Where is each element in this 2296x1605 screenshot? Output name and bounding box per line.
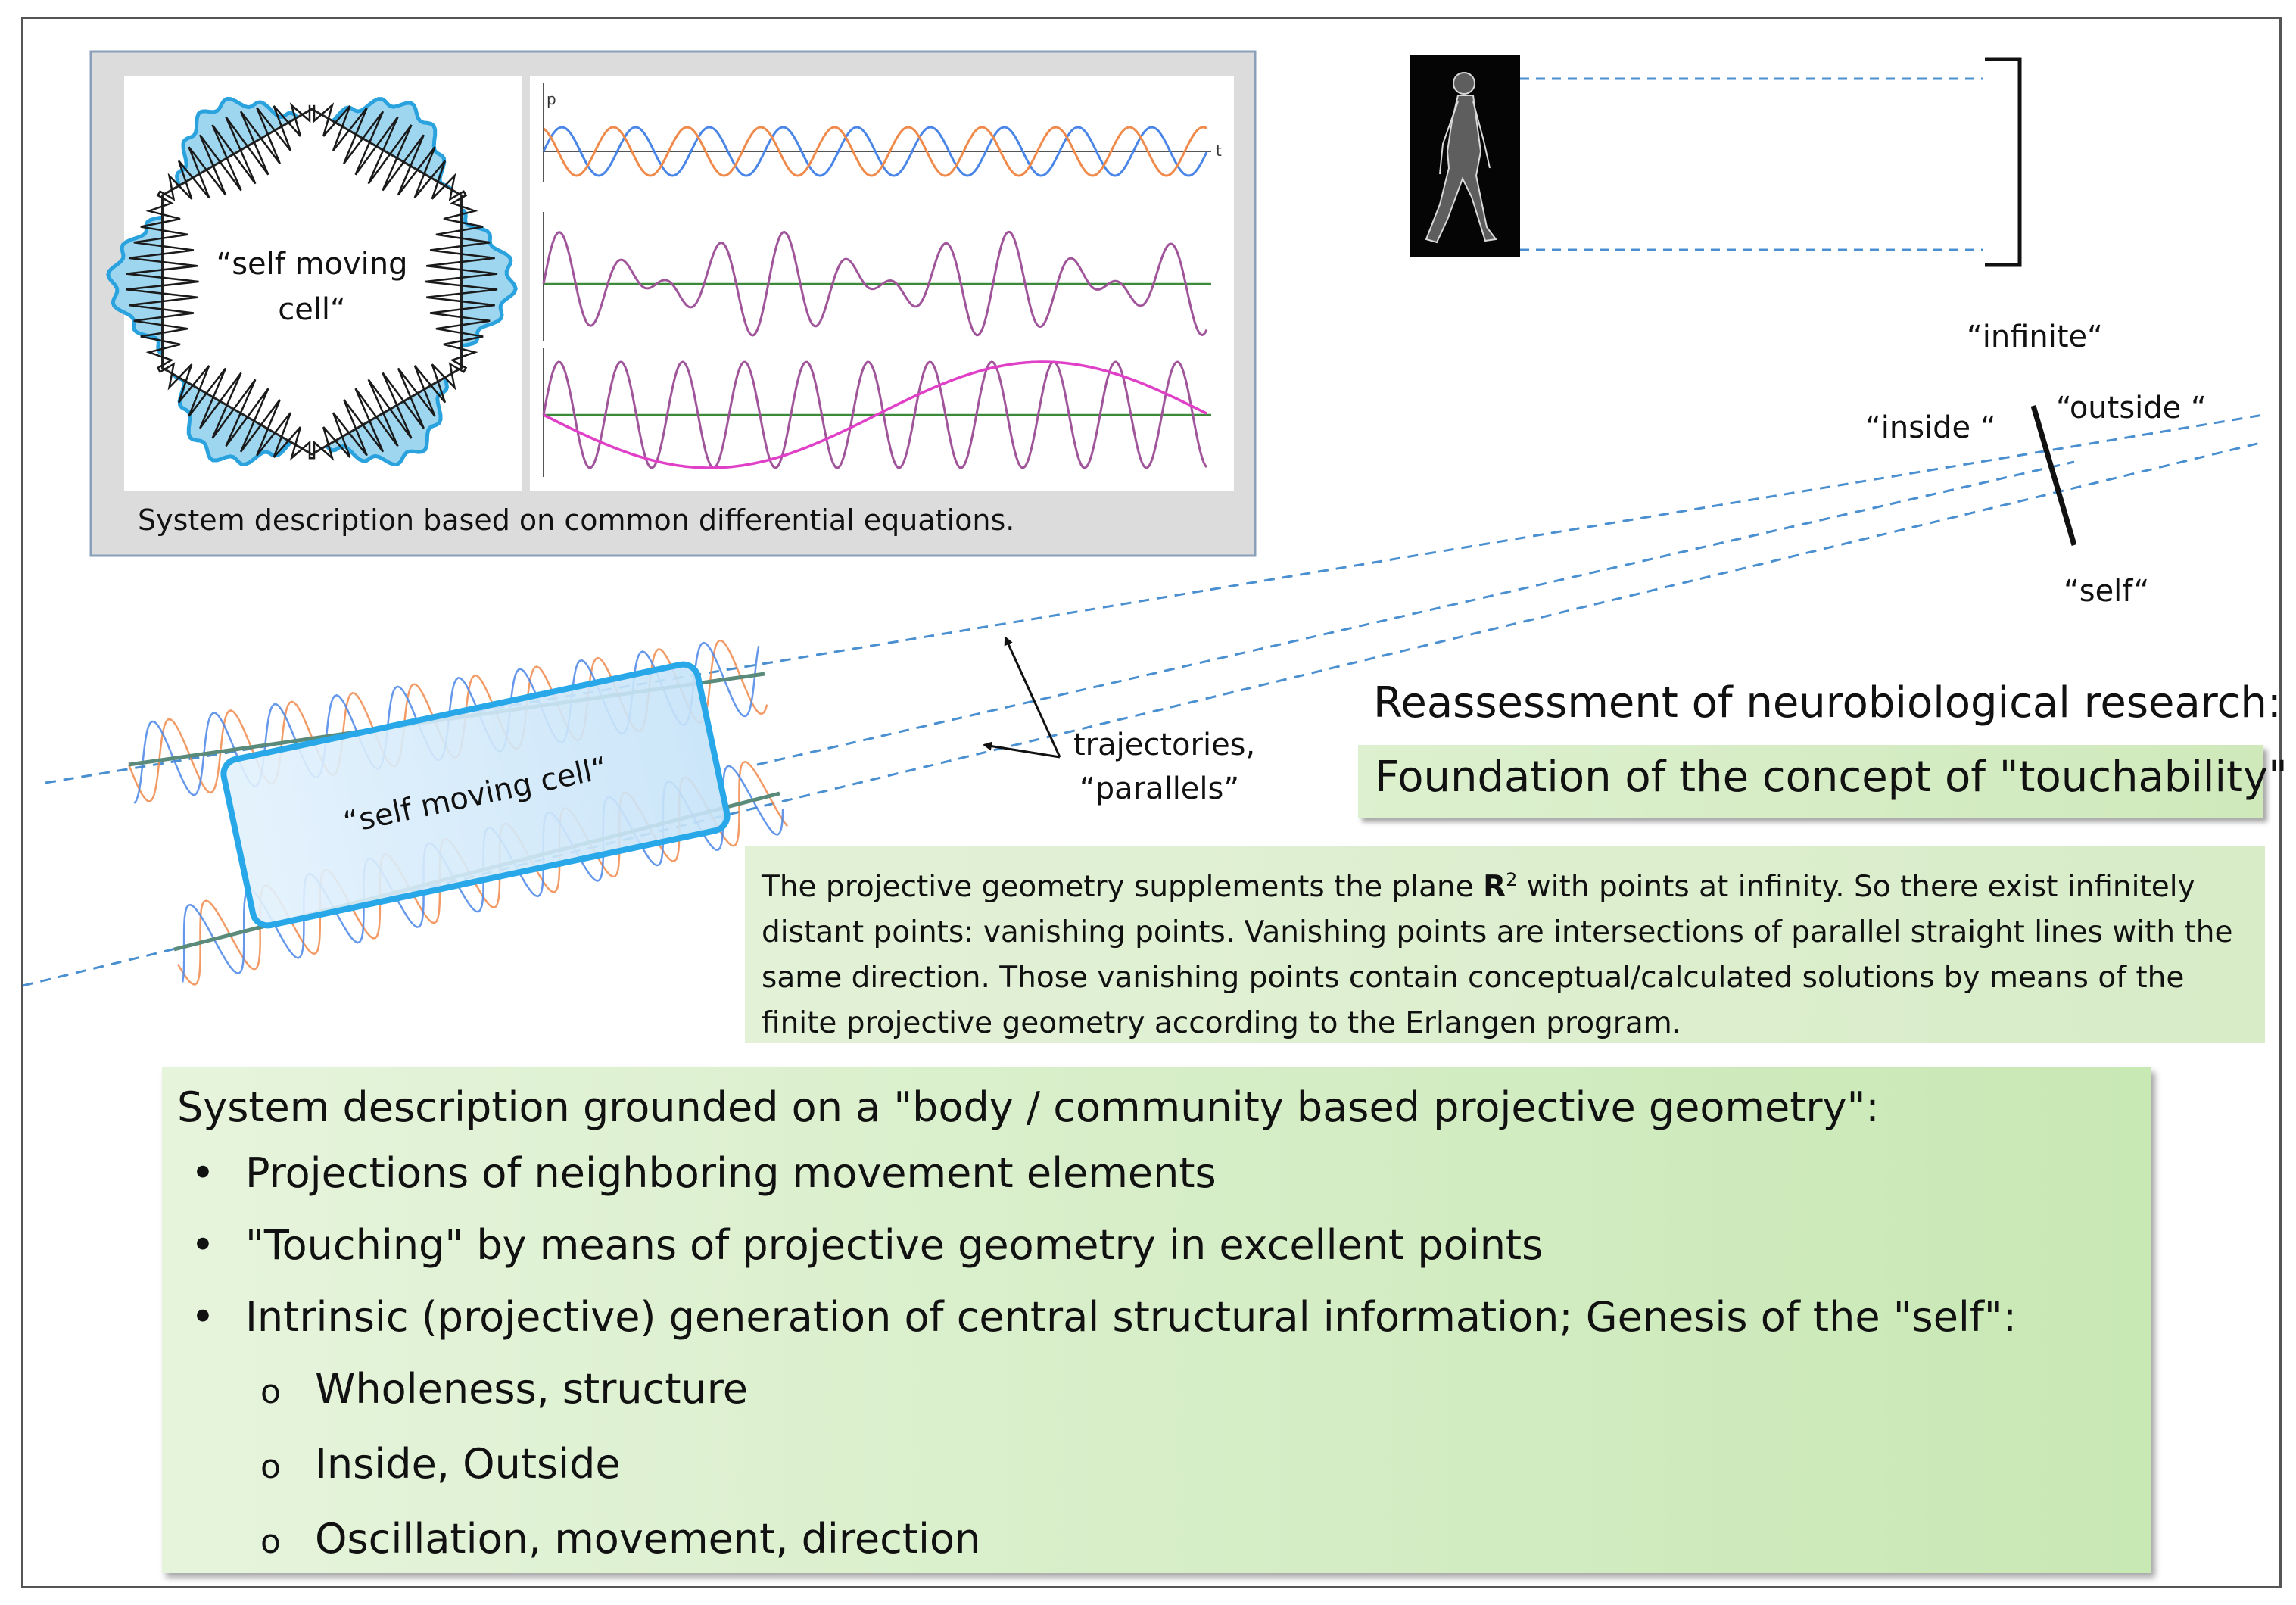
trajectories-label: trajectories, “parallels” [1073, 723, 1255, 811]
bullet-mark: • [191, 1221, 215, 1269]
inset-caption: System description based on common diffe… [138, 503, 1015, 537]
bullet-text: Projections of neighboring movement elem… [245, 1149, 1217, 1197]
axis-p-label: p [547, 90, 556, 108]
label-outside: “outside “ [2056, 391, 2207, 425]
wave-plots: p t [542, 83, 1222, 477]
sub-bullet-mark: o [260, 1373, 281, 1411]
bullet-mark: • [191, 1293, 215, 1341]
body-projection-lines [1520, 57, 2022, 267]
plot2-beat-wave [542, 230, 1208, 337]
system-bullet-2: • "Touching" by means of projective geom… [177, 1209, 2136, 1281]
system-description-box: System description grounded on a "body /… [162, 1067, 2151, 1573]
cell-model-diagram: “self moving cell“ [106, 96, 518, 467]
heading-touchability: Foundation of the concept of "touchabili… [1375, 753, 2288, 802]
system-bullet-1: • Projections of neighboring movement el… [177, 1137, 2136, 1209]
label-infinite: “infinite“ [1967, 319, 2103, 354]
system-sub-bullet-1: o Wholeness, structure [177, 1353, 2136, 1428]
moving-cell-group: “self moving cell“ [127, 639, 789, 986]
bullet-mark: • [191, 1149, 215, 1197]
bullet-text: "Touching" by means of projective geomet… [245, 1221, 1544, 1269]
trajectories-label-line2: “parallels” [1079, 771, 1240, 806]
projective-geometry-box: The projective geometry supplements the … [745, 846, 2265, 1043]
plot1-orange-wave [543, 126, 1207, 177]
sub-bullet-text: Inside, Outside [315, 1440, 621, 1488]
sub-bullet-mark: o [260, 1522, 281, 1561]
label-inside: “inside “ [1865, 410, 1996, 445]
projective-text-pre: The projective geometry supplements the … [762, 870, 1484, 904]
sub-bullet-text: Oscillation, movement, direction [315, 1515, 981, 1563]
plot1-blue-wave [542, 126, 1208, 177]
heading-reassessment: Reassessment of neurobiological research… [1373, 678, 2282, 728]
sub-bullet-text: Wholeness, structure [315, 1365, 748, 1413]
system-bullet-3: • Intrinsic (projective) generation of c… [177, 1281, 2136, 1353]
trajectory-line-middle [756, 460, 2075, 766]
cell-hexagon [161, 108, 463, 456]
arrow-to-upper-trajectory [1004, 636, 1061, 758]
plot3-envelope-wave [543, 360, 1207, 469]
trajectory-line-upper [45, 413, 2264, 784]
system-sub-bullet-3: o Oscillation, movement, direction [177, 1503, 2136, 1578]
bullet-text: Intrinsic (projective) generation of cen… [245, 1293, 2017, 1341]
heading-touchability-box: Foundation of the concept of "touchabili… [1358, 745, 2288, 818]
plot3-carrier-wave [542, 360, 1208, 469]
sub-bullet-mark: o [260, 1448, 281, 1486]
system-sub-bullet-2: o Inside, Outside [177, 1428, 2136, 1503]
cell-oscillation-zigzag [126, 102, 498, 461]
label-self: “self“ [2064, 574, 2150, 609]
projective-text-post: with points at infinity. So there exist … [762, 870, 2233, 1040]
cell-label-line1: “self moving [216, 247, 407, 282]
plane-symbol: R [1483, 870, 1506, 904]
axis-t-label: t [1216, 142, 1222, 160]
arrow-to-lower-trajectory [983, 741, 1061, 759]
cell-label-line2: cell“ [278, 292, 346, 327]
system-description-title: System description grounded on a "body /… [177, 1083, 1880, 1131]
trajectories-label-line1: trajectories, [1073, 728, 1256, 762]
walking-human-figure-icon [1410, 55, 1520, 257]
diagram-frame [21, 17, 2282, 1588]
moving-cell-box [220, 661, 731, 929]
plane-exponent: 2 [1506, 869, 1518, 890]
projection-bracket [1985, 57, 2022, 267]
vanishing-point-marker [2030, 405, 2077, 546]
